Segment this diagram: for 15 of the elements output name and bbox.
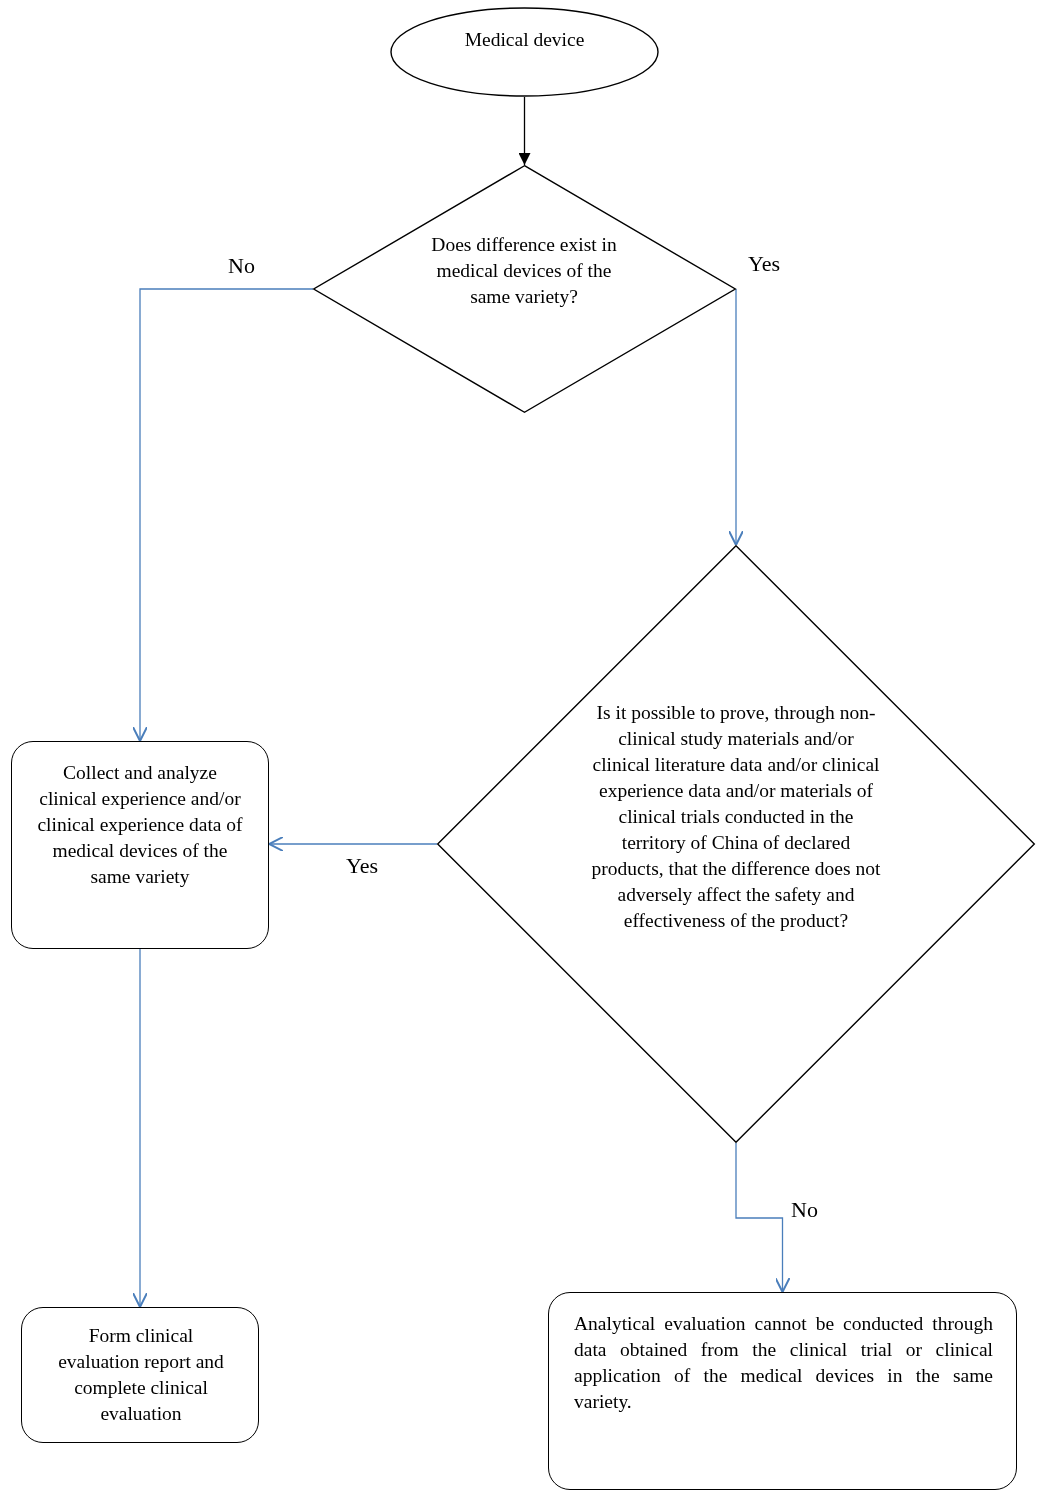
- node-text: Is it possible to prove, through non-clinical study materials and/or clinical literature data and/or clinical experience data and/or materials of clinical trials conducted in the territory of China of declared products, that the difference does not adversely affect the safety and effectiveness of the product?: [590, 701, 882, 933]
- arrow: [728, 288, 744, 546]
- process-box: [21, 1307, 259, 1443]
- arrow: [735, 1142, 791, 1293]
- node-text: Collect and analyze clinical experience and/or clinical experience data of medical devices of the same variety: [36, 761, 244, 889]
- arrow: [518, 96, 531, 166]
- arrow: [132, 948, 148, 1308]
- process-box: [548, 1292, 1017, 1490]
- node-text: Does difference exist in medical devices of the same variety?: [430, 233, 618, 309]
- node-text: Form clinical evaluation report and complete clinical evaluation: [57, 1324, 225, 1426]
- arrow: [132, 288, 314, 742]
- arrow: [268, 836, 438, 852]
- node-text: Medical device: [463, 28, 586, 52]
- node-text: Analytical evaluation cannot be conducted through data obtained from the clinical trial or clinical application of the medical devices in the same variety.: [574, 1312, 993, 1414]
- process-box: [11, 741, 269, 949]
